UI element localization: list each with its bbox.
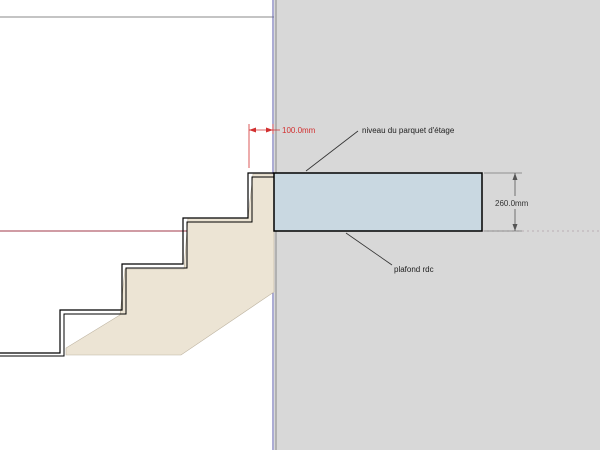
nosing-dimension: 100.0mm <box>248 124 316 168</box>
upper-floor-level-label: niveau du parquet d'étage <box>362 126 455 135</box>
stair-profile-inner <box>0 176 274 357</box>
ground-ceiling-label: plafond rdc <box>394 265 434 274</box>
ground-ceiling-callout: plafond rdc <box>345 232 434 274</box>
stair-profile-outer <box>0 172 274 354</box>
slab-thickness-dimension: 260.0mm <box>484 172 529 232</box>
slab-thickness-label: 260.0mm <box>495 199 529 208</box>
floor-slab <box>273 172 483 232</box>
upper-floor-level-callout: niveau du parquet d'étage <box>305 126 455 172</box>
nosing-dimension-label: 100.0mm <box>282 126 316 135</box>
